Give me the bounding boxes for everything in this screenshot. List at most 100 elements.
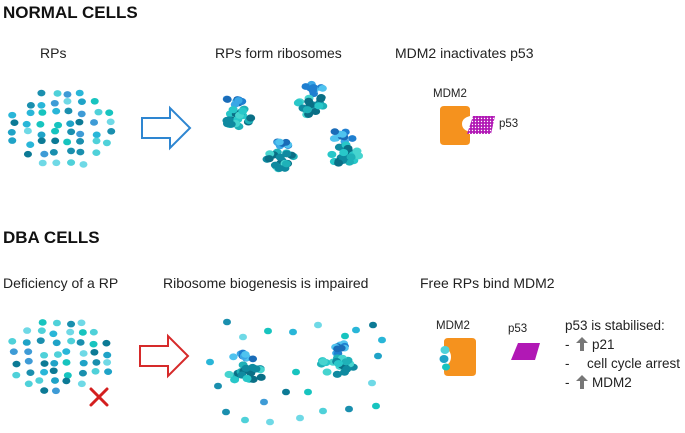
normal-process-arrow: [141, 105, 192, 151]
rp-dot: [90, 97, 99, 105]
rp-dot: [92, 137, 101, 145]
ribosome-large-subunit-rp: [251, 365, 261, 373]
rp-dot: [79, 350, 88, 357]
caption-free-rps-bind-mdm2: Free RPs bind MDM2: [420, 275, 555, 291]
bullet: -: [565, 356, 570, 371]
rp-dot: [37, 327, 46, 334]
rp-dot: [77, 110, 86, 118]
rp-dot: [296, 414, 304, 422]
ribosome-large-subunit-rp: [241, 364, 251, 372]
ribosome-large-subunit-rp: [242, 374, 252, 383]
rp-dot: [66, 328, 75, 336]
rp-dot: [341, 332, 349, 340]
rp-dot: [26, 369, 35, 377]
rp-dot: [12, 360, 21, 368]
bullet: -: [565, 375, 570, 390]
rp-dot: [51, 387, 60, 395]
rp-dot: [63, 372, 72, 379]
rp-dot: [53, 90, 62, 97]
rp-dot: [52, 339, 61, 347]
rp-dot: [94, 108, 103, 116]
rp-dot: [239, 333, 247, 341]
rp-dot: [67, 159, 76, 166]
rp-dot: [37, 137, 46, 145]
rp-dot: [352, 326, 360, 334]
rp-dot: [78, 369, 87, 377]
rp-dot: [49, 330, 58, 338]
bound-rp: [442, 363, 450, 371]
caption-rps: RPs: [40, 45, 67, 61]
ribosome-large-subunit-rp: [316, 95, 326, 103]
ribosome-large-subunit-rp: [238, 107, 248, 115]
ribosome-small-subunit-rp: [318, 84, 327, 92]
rp-dot: [40, 150, 49, 158]
rp-dot: [345, 405, 353, 413]
rp-dot: [37, 131, 46, 139]
caption-mdm2-inactivates-p53: MDM2 inactivates p53: [395, 45, 534, 61]
ribosome-large-subunit-rp: [230, 376, 240, 384]
rp-dot: [66, 120, 75, 128]
ribosome-small-subunit-rp: [248, 355, 258, 363]
p53-label-dba: p53: [508, 323, 528, 335]
mdm2-label-normal: MDM2: [433, 88, 467, 100]
rp-dot: [91, 367, 100, 375]
rp-dot: [282, 388, 290, 396]
ribosome-large-subunit-rp: [332, 370, 342, 378]
rp-dot: [23, 127, 32, 135]
up-arrow-icon: [576, 337, 589, 351]
rp-dot: [37, 101, 46, 109]
caption-deficiency-of-rp: Deficiency of a RP: [3, 275, 119, 291]
rp-dot: [79, 161, 88, 168]
ribosome-large-subunit-rp: [346, 153, 356, 161]
rp-dot: [51, 127, 60, 135]
rp-dot: [35, 377, 44, 384]
rp-dot: [22, 339, 31, 346]
rp-dot: [90, 348, 99, 356]
rp-dot: [106, 118, 115, 126]
missing-rp-cross-icon: [89, 387, 109, 407]
rp-dot: [223, 318, 231, 326]
ribosome-large-subunit-rp: [275, 153, 285, 161]
rp-dot: [26, 109, 35, 117]
p53-shape-dba: [511, 343, 540, 360]
rp-dot: [53, 351, 62, 358]
rp-dot: [319, 407, 327, 415]
ribosome-large-subunit-rp: [293, 99, 303, 107]
rp-dot: [49, 148, 58, 156]
rp-dot: [51, 137, 60, 145]
rp-dot: [8, 111, 17, 119]
rp-dot: [67, 147, 76, 155]
rp-dot: [49, 367, 58, 375]
rp-dot: [51, 377, 60, 384]
rp-dot: [23, 150, 32, 158]
rp-dot: [52, 319, 61, 327]
up-arrow-icon: [576, 375, 589, 389]
rp-dot: [90, 119, 99, 126]
rp-dot: [36, 121, 45, 128]
rp-dot: [92, 149, 101, 156]
rp-dot: [369, 321, 377, 329]
rp-dot: [9, 348, 18, 355]
rp-dot: [26, 141, 35, 149]
rp-dot: [62, 359, 71, 366]
rp-dot: [289, 328, 297, 336]
ribosomes: [222, 80, 364, 384]
caption-rps-form-ribosomes: RPs form ribosomes: [215, 45, 342, 61]
p53-label-normal: p53: [499, 118, 519, 130]
rp-dot: [62, 377, 71, 385]
rp-dot: [241, 416, 249, 424]
rp-dot: [79, 359, 88, 367]
ribosome-large-subunit-rp: [302, 106, 312, 114]
ribosome-large-subunit-rp: [322, 368, 332, 376]
ribosome-small-subunit-rp: [348, 135, 357, 142]
rp-dot: [103, 351, 112, 359]
rp-dot: [24, 357, 33, 365]
rp-dot: [75, 89, 84, 97]
ribosome-small-subunit-rp: [229, 353, 238, 361]
ribosome-large-subunit-rp: [354, 152, 364, 160]
rp-dot: [92, 359, 101, 366]
rp-dot: [77, 98, 86, 105]
rp-dot: [266, 418, 274, 426]
section-heading-normal-cells: NORMAL CELLS: [3, 3, 138, 22]
